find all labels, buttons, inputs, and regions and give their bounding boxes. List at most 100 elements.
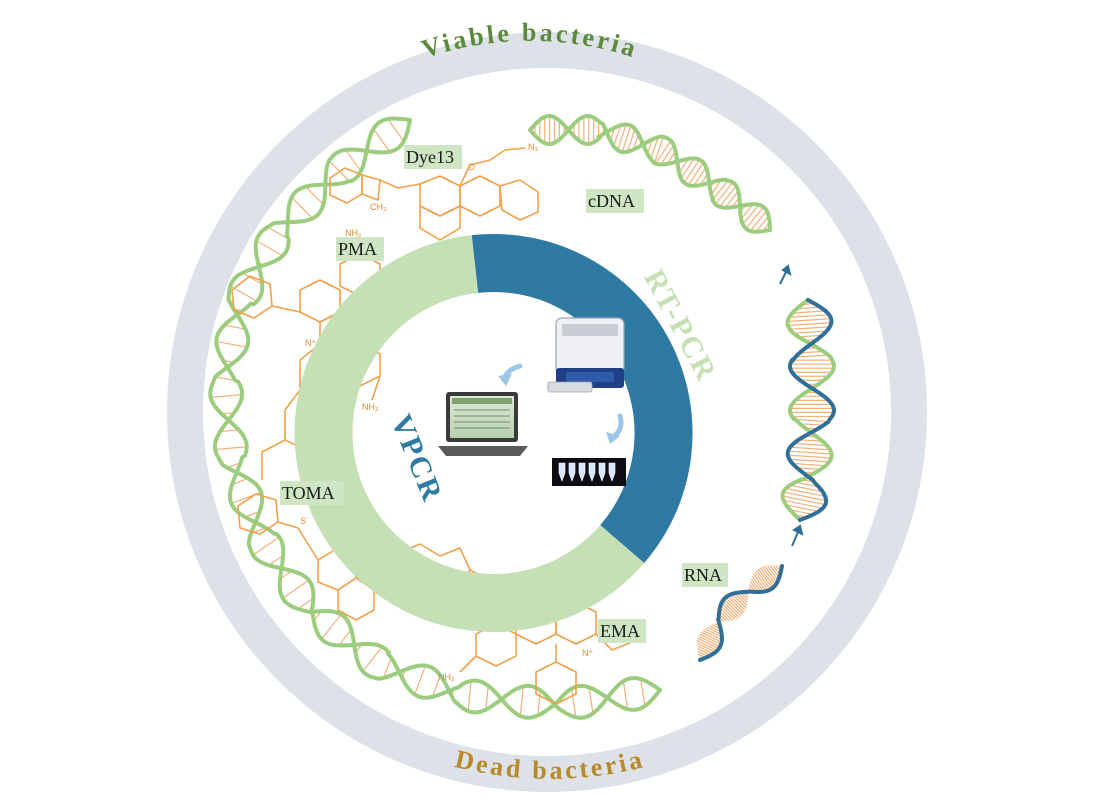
helix-rung — [321, 613, 342, 640]
helix-rung — [252, 536, 280, 556]
helix-rung — [783, 499, 823, 509]
helix-rung — [699, 633, 722, 646]
label-pma: PMA — [336, 237, 384, 261]
helix-rung — [789, 484, 823, 493]
helix-rung — [655, 140, 672, 164]
helix-rung — [702, 629, 723, 641]
svg-text:cDNA: cDNA — [588, 191, 635, 211]
arrow-up-icon-2 — [792, 524, 804, 536]
dna-helices — [208, 113, 837, 720]
helix-rung — [740, 203, 754, 220]
chem-n3: N₃ — [528, 142, 538, 152]
helix-rung — [613, 125, 622, 147]
helix-rung — [787, 454, 832, 459]
helix-rung — [724, 190, 739, 209]
helix-rung — [328, 160, 350, 182]
helix-rung — [683, 159, 700, 184]
label-toma: TOMA — [280, 481, 344, 505]
helix-rung — [267, 226, 290, 240]
helix-rung — [755, 570, 772, 590]
helix-rung — [224, 324, 246, 330]
helix-rung — [697, 637, 720, 650]
helix-rung — [752, 573, 767, 592]
helix-cdna — [528, 113, 772, 234]
helix-rung — [799, 350, 824, 354]
helix-rung — [687, 162, 704, 186]
helix-rung — [792, 310, 826, 314]
chem-s-toma: S — [300, 516, 306, 526]
helix-rung — [785, 504, 819, 513]
svg-text:EMA: EMA — [600, 621, 640, 641]
helix-rung — [291, 196, 314, 219]
helix-strand — [212, 118, 662, 720]
helix-rung — [654, 136, 664, 163]
helix-rung — [696, 645, 714, 655]
helix-rung — [783, 491, 827, 502]
helix-rung — [282, 579, 310, 599]
dye13-structure: N₃ CH₃ O — [329, 142, 539, 241]
helix-rung — [755, 215, 770, 233]
helix-strand — [528, 114, 772, 232]
helix-rung — [210, 394, 243, 398]
helix-rung — [215, 376, 236, 382]
helix-strand — [528, 113, 772, 234]
helix-strand — [780, 298, 837, 522]
chem-n-plus-ema: N⁺ — [582, 648, 593, 658]
helix-rung — [761, 566, 777, 586]
arrow-up-icon — [781, 264, 792, 277]
helix-rung — [626, 128, 636, 152]
laptop-icon — [438, 392, 528, 456]
cycle-arrows — [498, 363, 624, 444]
helix-rung — [712, 180, 729, 201]
helix-rung — [734, 592, 748, 606]
helix-rung — [617, 124, 627, 151]
helix-rung — [570, 688, 577, 718]
ring-segment-rt-pcr — [471, 233, 693, 564]
helix-rung — [798, 439, 823, 442]
helix-rung — [789, 458, 830, 463]
helix-rung — [785, 487, 826, 497]
helix-rung — [793, 442, 827, 447]
helix-rung — [706, 626, 722, 636]
helix-rung — [305, 186, 324, 205]
helix-rung — [268, 555, 284, 566]
helix-rung — [795, 418, 829, 423]
helix-rung — [727, 595, 745, 613]
helix-rung — [793, 330, 827, 334]
helix-rung — [372, 128, 391, 153]
helix-rung — [788, 450, 832, 455]
helix-rung — [796, 306, 821, 310]
helix-rung — [719, 607, 733, 621]
helix-rung — [720, 604, 736, 620]
helix-rung — [759, 567, 775, 587]
helix-left-arc — [208, 116, 662, 720]
helix-rna — [696, 564, 784, 662]
qpcr-instrument-icon — [547, 317, 625, 393]
svg-text:RNA: RNA — [684, 565, 722, 585]
helix-rung — [731, 593, 747, 609]
helix-rung — [764, 565, 778, 583]
helix-rung — [650, 136, 659, 160]
ring-segment-vpcr — [294, 235, 645, 632]
svg-text:TOMA: TOMA — [282, 483, 335, 503]
helix-rung — [588, 687, 594, 714]
helix-rung — [745, 206, 764, 230]
helix-rung — [696, 642, 716, 653]
pcr-tubes-icon — [552, 458, 626, 486]
helix-rung — [383, 657, 392, 679]
helix-rung — [796, 467, 821, 470]
helix-rung — [297, 597, 314, 610]
helix-rung — [729, 594, 746, 611]
helix-rung — [722, 600, 740, 618]
helix-rung — [787, 322, 832, 327]
helix-rung — [789, 326, 830, 331]
helix-rung — [725, 596, 744, 615]
label-rna: RNA — [682, 563, 728, 587]
helix-rung — [485, 685, 489, 710]
helix-rung — [798, 334, 823, 338]
helix-rung — [622, 681, 629, 710]
helix-rung — [782, 495, 826, 506]
label-ema: EMA — [598, 619, 646, 643]
helix-rung — [700, 631, 722, 643]
flow-arrows — [779, 264, 804, 547]
